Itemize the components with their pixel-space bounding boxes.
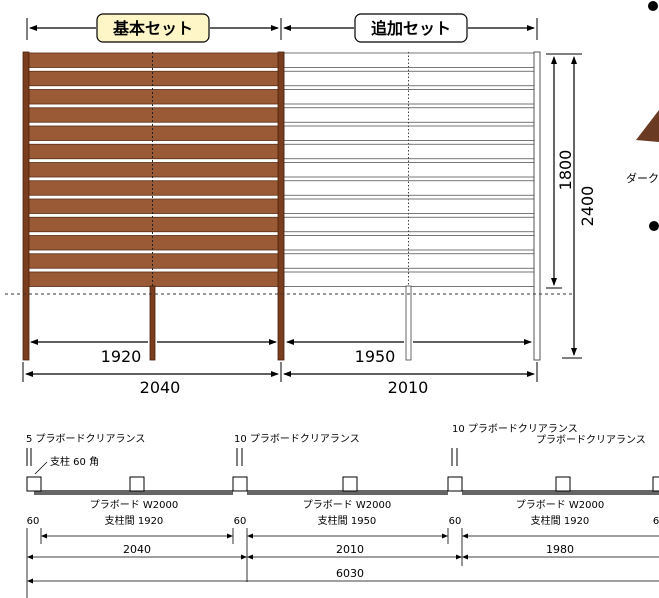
additional-set-tag bbox=[354, 13, 468, 43]
white-board bbox=[283, 70, 536, 87]
clearance-marks bbox=[26, 448, 458, 466]
dim-2400-label: 2400 bbox=[578, 186, 597, 227]
wood-board bbox=[27, 70, 280, 87]
wood-board bbox=[27, 271, 280, 287]
plan-post-6 bbox=[555, 476, 571, 492]
span-2-label: 支柱間 1950 bbox=[318, 514, 377, 527]
white-board bbox=[283, 198, 536, 214]
dim-1800-label: 1800 bbox=[556, 150, 575, 191]
wood-board bbox=[27, 143, 280, 160]
white-board bbox=[283, 235, 536, 251]
post-left bbox=[22, 51, 30, 361]
post-note-label: 支柱 60 角 bbox=[50, 455, 99, 468]
white-board bbox=[283, 271, 536, 287]
white-board bbox=[283, 253, 536, 269]
board-strip-3 bbox=[462, 490, 659, 495]
post-note-leader bbox=[34, 461, 48, 475]
grand-total-label: 6030 bbox=[336, 567, 364, 580]
plan-post-2 bbox=[129, 476, 145, 492]
dim-1920-label: 1920 bbox=[101, 347, 142, 366]
basic-set-label: 基本セット bbox=[112, 19, 193, 38]
total-1-label: 2040 bbox=[123, 543, 151, 556]
top-dimension-basic: 基本セット bbox=[26, 13, 282, 43]
additional-set-boards bbox=[283, 52, 536, 287]
dim-1950-label: 1950 bbox=[355, 347, 396, 366]
post-middle-additional bbox=[405, 285, 412, 361]
clearance-cut-label: プラボードクリアランス bbox=[536, 434, 646, 446]
dim-2040-label: 2040 bbox=[140, 378, 181, 397]
white-board bbox=[283, 180, 536, 196]
gap-3-label: 60 bbox=[449, 516, 462, 527]
total-3-label: 1980 bbox=[546, 543, 574, 556]
plan-dim-row-1 bbox=[26, 528, 659, 598]
dim-2010-label: 2010 bbox=[388, 378, 429, 397]
plan-post-5 bbox=[447, 476, 463, 492]
white-board bbox=[283, 125, 536, 141]
post-middle-basic bbox=[149, 285, 156, 361]
board-strip-2 bbox=[247, 490, 448, 495]
wood-board bbox=[27, 198, 280, 214]
bullet-top bbox=[648, 1, 658, 11]
plan-view: 5 プラボードクリアランス 10 プラボードクリアランス 10 プラボードクリア… bbox=[26, 423, 659, 598]
gap-1-label: 60 bbox=[27, 516, 40, 527]
wood-board bbox=[27, 162, 280, 178]
clearance-10-a-label: 10 プラボードクリアランス bbox=[234, 433, 360, 445]
total-dimension-2010: 2010 bbox=[280, 362, 538, 397]
clearance-10-b-label: 10 プラボードクリアランス bbox=[452, 423, 578, 435]
span-1-label: 支柱間 1920 bbox=[105, 514, 164, 527]
board-3-label: プラボード W2000 bbox=[516, 499, 605, 511]
gap-2-label: 60 bbox=[234, 516, 247, 527]
total-2-label: 2010 bbox=[336, 543, 364, 556]
board-strip-1 bbox=[34, 490, 233, 495]
post-right bbox=[533, 51, 541, 361]
wood-board bbox=[27, 107, 280, 123]
product-swatch-edge bbox=[636, 110, 659, 142]
total-dimension-2040: 2040 bbox=[22, 362, 279, 397]
height-dimension-2400: 2400 bbox=[562, 53, 597, 359]
span-3-label: 支柱間 1920 bbox=[531, 514, 590, 527]
white-board bbox=[283, 162, 536, 178]
span-dimension-1920: 1920 bbox=[30, 339, 277, 366]
side-note-text: ダーク bbox=[626, 171, 659, 185]
clearance-5-label: 5 プラボードクリアランス bbox=[26, 433, 145, 445]
wood-board bbox=[27, 180, 280, 196]
board-2-label: プラボード W2000 bbox=[303, 499, 392, 511]
plan-post-7 bbox=[652, 476, 659, 492]
basic-set-tag bbox=[96, 13, 210, 43]
white-board bbox=[283, 107, 536, 123]
span-dimension-1950: 1950 bbox=[286, 339, 532, 366]
white-board bbox=[283, 89, 536, 105]
basic-set-boards bbox=[27, 52, 280, 287]
white-board bbox=[283, 143, 536, 160]
plan-post-1 bbox=[26, 476, 42, 492]
wood-board bbox=[27, 125, 280, 141]
top-dimension-additional: 追加セット bbox=[283, 13, 538, 43]
wood-board bbox=[27, 52, 280, 68]
board-1-label: プラボード W2000 bbox=[90, 499, 179, 511]
wood-board bbox=[27, 89, 280, 105]
gap-4-label: 6 bbox=[653, 516, 659, 527]
bullet-bottom bbox=[649, 221, 659, 231]
white-board bbox=[283, 216, 536, 233]
post-center bbox=[277, 51, 285, 361]
white-board bbox=[283, 52, 536, 68]
wood-board bbox=[27, 235, 280, 251]
plan-post-4 bbox=[342, 476, 358, 492]
wood-board bbox=[27, 216, 280, 233]
additional-set-label: 追加セット bbox=[371, 19, 451, 38]
wood-board bbox=[27, 253, 280, 269]
elevation-view: 基本セット 追加セット 1920 bbox=[5, 1, 659, 397]
height-dimension-1800: 1800 bbox=[546, 53, 575, 289]
plan-post-3 bbox=[232, 476, 248, 492]
